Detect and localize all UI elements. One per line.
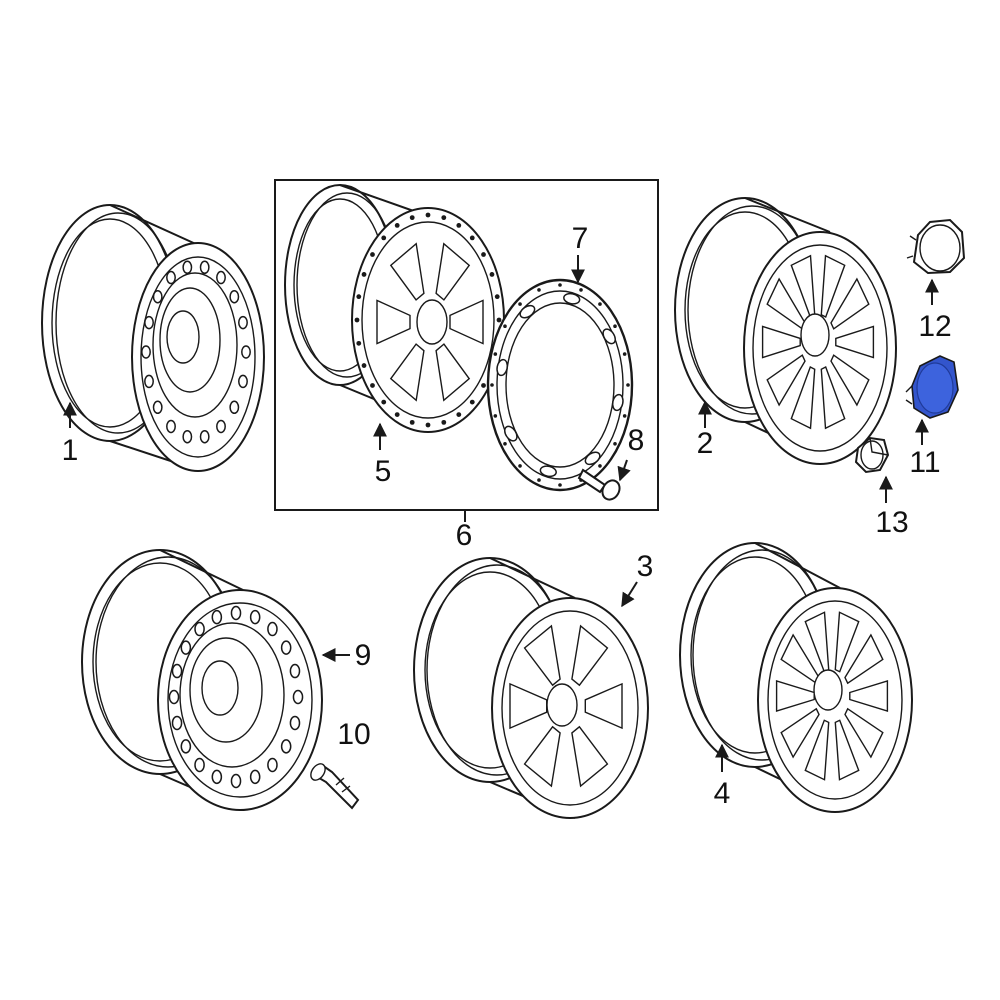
alloy-wheel-4[interactable]	[679, 542, 913, 813]
alloy-wheel-2[interactable]	[674, 197, 897, 465]
steel-wheel-9[interactable]	[81, 549, 323, 811]
alloy-wheel-3[interactable]	[413, 557, 649, 819]
leader-3	[621, 581, 638, 608]
lug-nut-13[interactable]	[854, 436, 890, 474]
callout-7: 7	[572, 222, 589, 255]
leader-lines	[63, 255, 939, 772]
callout-12: 12	[918, 310, 951, 343]
callout-10: 10	[337, 718, 370, 751]
callout-13: 13	[875, 506, 908, 539]
callout-labels: 1 2 3 4 5 6 7 8 9 10 11 12 13	[62, 222, 952, 810]
beadlock-wheel-5[interactable]	[284, 184, 505, 433]
valve-stem-10[interactable]	[308, 761, 360, 810]
callout-1: 1	[62, 434, 79, 467]
leader-8	[617, 459, 631, 482]
steel-wheel-1[interactable]	[41, 204, 265, 472]
callout-2: 2	[697, 427, 714, 460]
center-cap-12[interactable]	[906, 218, 966, 275]
callout-5: 5	[375, 455, 392, 488]
center-cap-11-highlighted[interactable]	[905, 355, 959, 419]
beadlock-ring-7[interactable]	[486, 278, 634, 492]
callout-3: 3	[637, 550, 654, 583]
callout-8: 8	[628, 424, 645, 457]
callout-11: 11	[909, 446, 940, 479]
callout-6: 6	[456, 519, 473, 552]
assembly-group-box	[274, 179, 659, 511]
bolt-8[interactable]	[577, 468, 623, 503]
callout-4: 4	[714, 777, 731, 810]
callout-9: 9	[355, 639, 372, 672]
